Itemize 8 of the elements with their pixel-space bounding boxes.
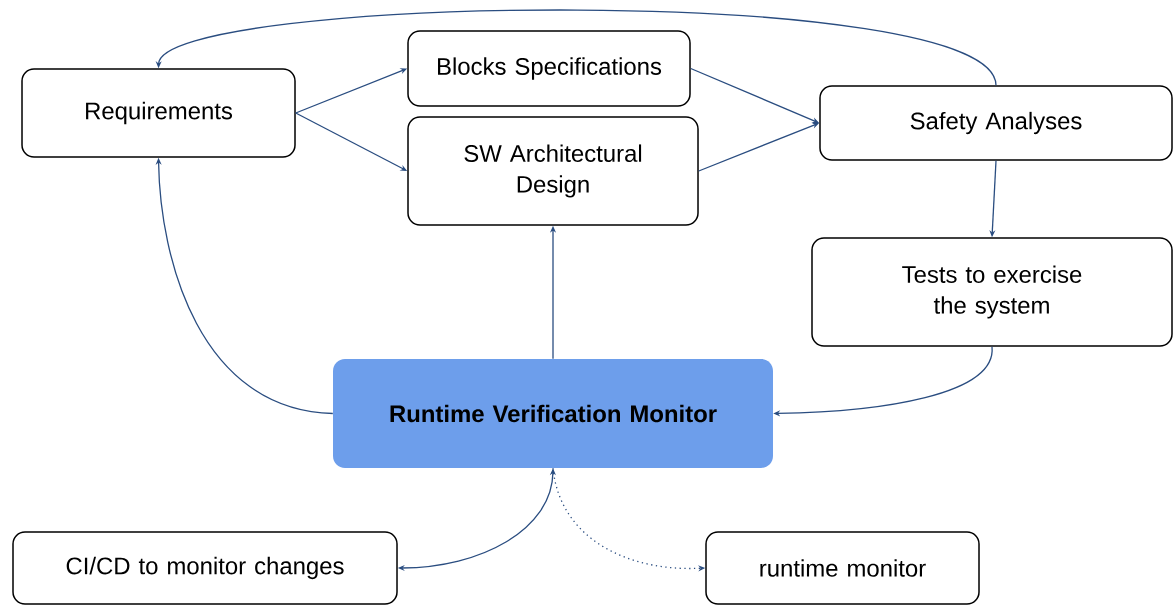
process-box: runtime monitor — [705, 531, 980, 605]
process-box: Blocks Specifications — [407, 30, 691, 107]
process-box: Tests to exercise the system — [811, 237, 1173, 347]
process-box: Safety Analyses — [819, 85, 1173, 161]
process-box: CI/CD to monitor changes — [12, 531, 398, 605]
monitor-box: Runtime Verification Monitor — [333, 359, 773, 468]
process-box: SW Architectural Design — [407, 116, 699, 226]
process-box: Requirements — [21, 68, 296, 158]
